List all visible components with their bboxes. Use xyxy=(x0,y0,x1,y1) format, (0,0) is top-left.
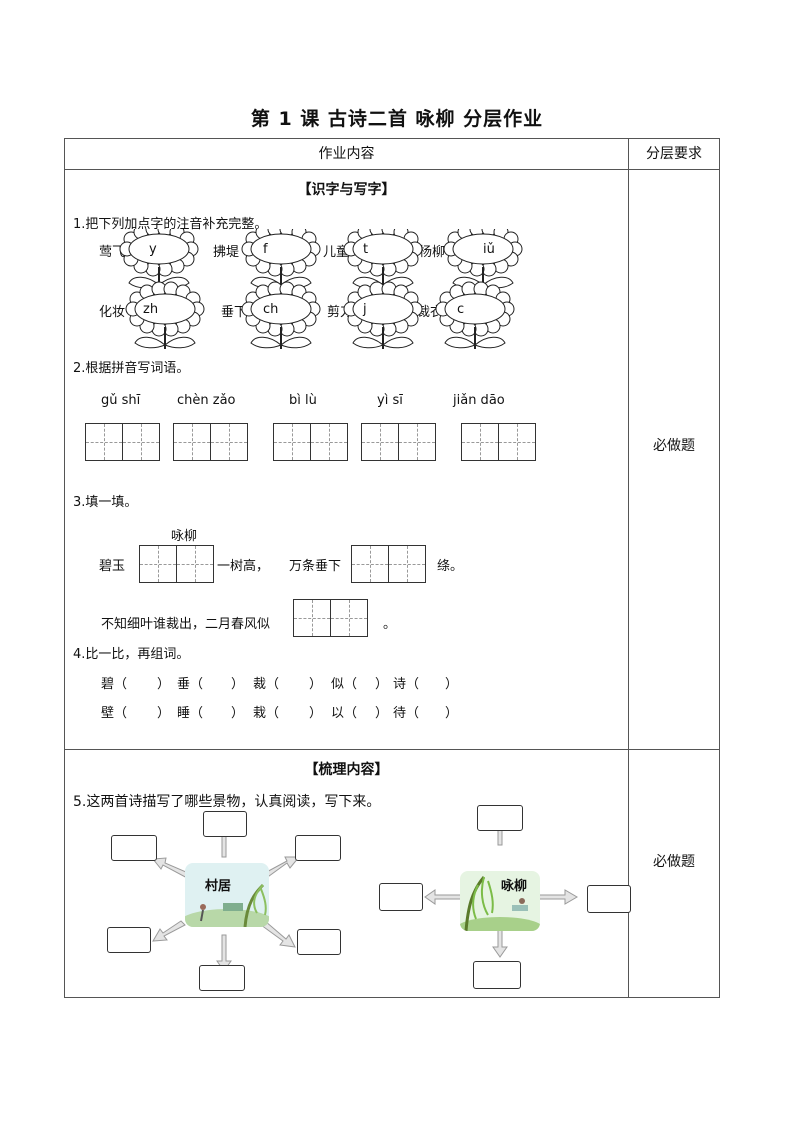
mindmap1-box-top-right[interactable] xyxy=(295,835,341,861)
q4-row1-5b: ） xyxy=(445,677,459,692)
cunju-illustration xyxy=(185,863,269,927)
q3-line1-c: 万条垂下 xyxy=(289,559,342,574)
q1-word-1: 莺飞 xyxy=(99,245,126,260)
q1-word-6: 垂下 xyxy=(221,305,248,320)
q3-line2-b: 。 xyxy=(383,617,397,632)
q3-line2-a: 不知细叶谁裁出，二月春风似 xyxy=(101,617,271,632)
q4-row2-2b: ） xyxy=(231,706,245,721)
q4-row2-4a: 以（ xyxy=(331,706,358,721)
q1-word-3: 儿童 xyxy=(323,245,350,260)
q4-row1-4a: 似（ xyxy=(331,677,358,692)
header-level: 分层要求 xyxy=(646,146,702,162)
section-heading-literacy: 【识字与写字】 xyxy=(297,182,396,198)
q2-grid-3[interactable] xyxy=(273,423,348,461)
requirement-2: 必做题 xyxy=(653,854,695,870)
q4-row1-1a: 碧（ xyxy=(101,677,128,692)
q4-row2-5b: ） xyxy=(445,706,459,721)
q4-row1-3a: 裁（ xyxy=(253,677,280,692)
q4-row2-1a: 壁（ xyxy=(101,706,128,721)
q5-prompt: 5.这两首诗描写了哪些景物，认真阅读，写下来。 xyxy=(73,794,381,810)
q1-word-5: 化妆 xyxy=(99,305,126,320)
requirement-1: 必做题 xyxy=(653,438,695,454)
mindmap2-box-left[interactable] xyxy=(379,883,423,911)
mindmap2-center-label: 咏柳 xyxy=(501,879,528,894)
row-divider xyxy=(65,749,719,750)
q2-grid-4[interactable] xyxy=(361,423,436,461)
q1-hint-3: t xyxy=(363,242,369,257)
q2-pinyin-4: yì sī xyxy=(377,393,403,408)
mindmap2-box-bottom[interactable] xyxy=(473,961,521,989)
q3-grid-2[interactable] xyxy=(351,545,426,583)
mindmap1-box-top[interactable] xyxy=(203,811,247,837)
q3-poem-title: 咏柳 xyxy=(171,529,198,544)
mindmap2-box-right[interactable] xyxy=(587,885,631,913)
q4-row2-3b: ） xyxy=(309,706,323,721)
mindmap1-box-top-left[interactable] xyxy=(111,835,157,861)
q4-row1-3b: ） xyxy=(309,677,323,692)
q4-row2-1b: ） xyxy=(157,706,171,721)
q1-hint-8: c xyxy=(457,302,465,317)
mindmap2-box-top[interactable] xyxy=(477,805,523,831)
q4-row1-1b: ） xyxy=(157,677,171,692)
q4-row2-4b: ） xyxy=(375,706,389,721)
mindmap-arrows xyxy=(152,806,578,972)
q2-pinyin-5: jiǎn dāo xyxy=(453,393,505,408)
column-divider xyxy=(628,139,629,997)
q2-pinyin-3: bì lù xyxy=(289,393,317,408)
page-title: 第 1 课 古诗二首 咏柳 分层作业 xyxy=(250,108,544,130)
q2-grid-2[interactable] xyxy=(173,423,248,461)
q1-hint-7: j xyxy=(363,302,367,317)
q4-row2-2a: 睡（ xyxy=(177,706,204,721)
header-content: 作业内容 xyxy=(318,146,375,162)
section-heading-organize: 【梳理内容】 xyxy=(304,762,389,778)
q1-hint-4: iǔ xyxy=(483,242,495,257)
q1-hint-6: ch xyxy=(263,302,279,317)
yongliu-illustration xyxy=(460,871,540,931)
q4-prompt: 4.比一比，再组词。 xyxy=(73,647,190,662)
q1-hint-5: zh xyxy=(143,302,159,317)
q3-line1-a: 碧玉 xyxy=(99,559,126,574)
q3-prompt: 3.填一填。 xyxy=(73,495,138,510)
q1-word-4: 杨柳 xyxy=(419,245,446,260)
q4-row1-2b: ） xyxy=(231,677,245,692)
q3-grid-1[interactable] xyxy=(139,545,214,583)
q1-word-2: 拂堤 xyxy=(213,245,240,260)
mindmap1-box-bottom-left[interactable] xyxy=(107,927,151,953)
q4-row2-3a: 栽（ xyxy=(253,706,280,721)
q1-hint-2: f xyxy=(263,242,268,257)
q3-line1-d: 绦。 xyxy=(437,559,464,574)
q4-row1-2a: 垂（ xyxy=(177,677,204,692)
q2-grid-5[interactable] xyxy=(461,423,536,461)
q4-row1-5a: 诗（ xyxy=(393,677,420,692)
q4-row1-4b: ） xyxy=(375,677,389,692)
q1-prompt: 1.把下列加点字的注音补充完整。 xyxy=(73,217,268,232)
header-divider xyxy=(65,169,719,170)
q4-row2-5a: 待（ xyxy=(393,706,420,721)
q3-line1-b: 一树高， xyxy=(217,559,270,574)
q2-prompt: 2.根据拼音写词语。 xyxy=(73,361,190,376)
mindmap1-box-bottom[interactable] xyxy=(199,965,245,991)
mindmap1-center-label: 村居 xyxy=(205,879,232,894)
homework-table: 作业内容 分层要求 【识字与写字】 必做题 1.把下列加点字的注音补充完整。 莺… xyxy=(64,138,720,998)
q1-hint-1: y xyxy=(149,242,157,257)
q2-pinyin-1: gǔ shī xyxy=(101,393,141,408)
q3-grid-3[interactable] xyxy=(293,599,368,637)
q2-grid-1[interactable] xyxy=(85,423,160,461)
mindmap1-box-bottom-right[interactable] xyxy=(297,929,341,955)
q2-pinyin-2: chèn zǎo xyxy=(177,393,236,408)
